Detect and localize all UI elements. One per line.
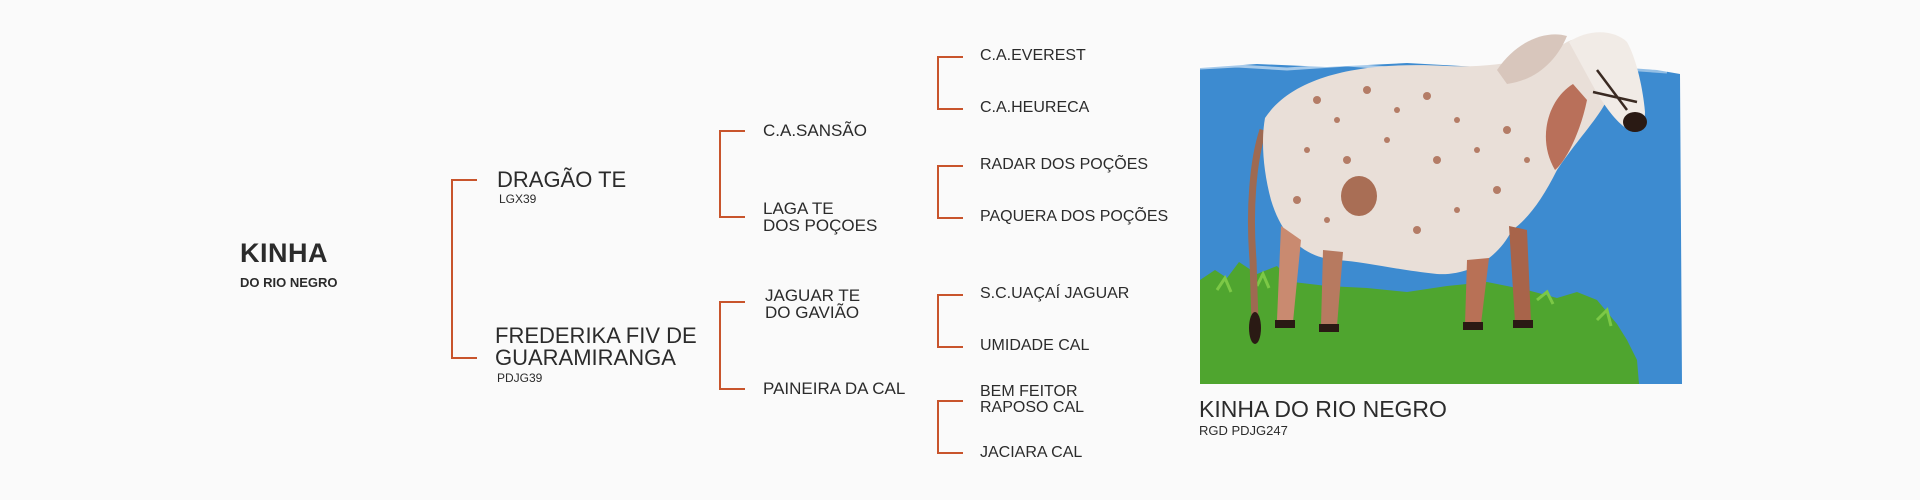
great-grandparent-5: S.C.UAÇAÍ JAGUAR bbox=[980, 285, 1130, 302]
great-grandparent-7: BEM FEITOR RAPOSO CAL bbox=[980, 384, 1084, 416]
dam-registration: PDJG39 bbox=[497, 371, 543, 385]
great-grandparent-2: C.A.HEURECA bbox=[980, 99, 1090, 116]
great-grandparent-4: PAQUERA DOS POÇÕES bbox=[980, 208, 1169, 225]
great-grandparent-3: RADAR DOS POÇÕES bbox=[980, 156, 1149, 173]
great-grandparent-6: UMIDADE CAL bbox=[980, 337, 1090, 354]
granddam-paternal: LAGA TE DOS POÇOES bbox=[763, 200, 877, 234]
great-grandparent-7-line2: RAPOSO CAL bbox=[980, 399, 1085, 416]
sire-registration: LGX39 bbox=[499, 192, 537, 206]
pedigree-bracket-parents bbox=[451, 179, 477, 359]
pedigree-bracket-g2 bbox=[937, 165, 963, 219]
dam-name-line1: FREDERIKA FIV DE bbox=[495, 323, 697, 348]
great-grandparent-1: C.A.EVEREST bbox=[980, 47, 1086, 64]
grandsire-paternal: C.A.SANSÃO bbox=[763, 121, 867, 140]
photo-caption: KINHA DO RIO NEGRO bbox=[1199, 396, 1447, 422]
photo-registration: RGD PDJG247 bbox=[1199, 423, 1288, 438]
pedigree-bracket-g3 bbox=[937, 294, 963, 348]
grandsire-maternal-line1: JAGUAR TE bbox=[765, 286, 861, 305]
pedigree-bracket-sire bbox=[719, 130, 745, 218]
sire-name: DRAGÃO TE bbox=[497, 167, 627, 192]
cow-photo bbox=[1197, 30, 1685, 386]
great-grandparent-8: JACIARA CAL bbox=[980, 444, 1083, 461]
subject-name: KINHA bbox=[240, 238, 328, 268]
cow-figure bbox=[1247, 32, 1647, 344]
great-grandparent-7-line1: BEM FEITOR bbox=[980, 383, 1078, 400]
dam-name: FREDERIKA FIV DE GUARAMIRANGA bbox=[495, 325, 697, 369]
grandsire-maternal-line2: DO GAVIÃO bbox=[765, 303, 860, 322]
subject-subtitle: DO RIO NEGRO bbox=[240, 275, 338, 290]
pedigree-bracket-dam bbox=[719, 301, 745, 390]
granddam-maternal: PAINEIRA DA CAL bbox=[763, 379, 906, 398]
granddam-paternal-line2: DOS POÇOES bbox=[763, 216, 878, 235]
pedigree-bracket-g1 bbox=[937, 56, 963, 110]
dam-name-line2: GUARAMIRANGA bbox=[495, 345, 676, 370]
granddam-paternal-line1: LAGA TE bbox=[763, 199, 834, 218]
grandsire-maternal: JAGUAR TE DO GAVIÃO bbox=[765, 287, 860, 321]
pedigree-bracket-g4 bbox=[937, 400, 963, 454]
